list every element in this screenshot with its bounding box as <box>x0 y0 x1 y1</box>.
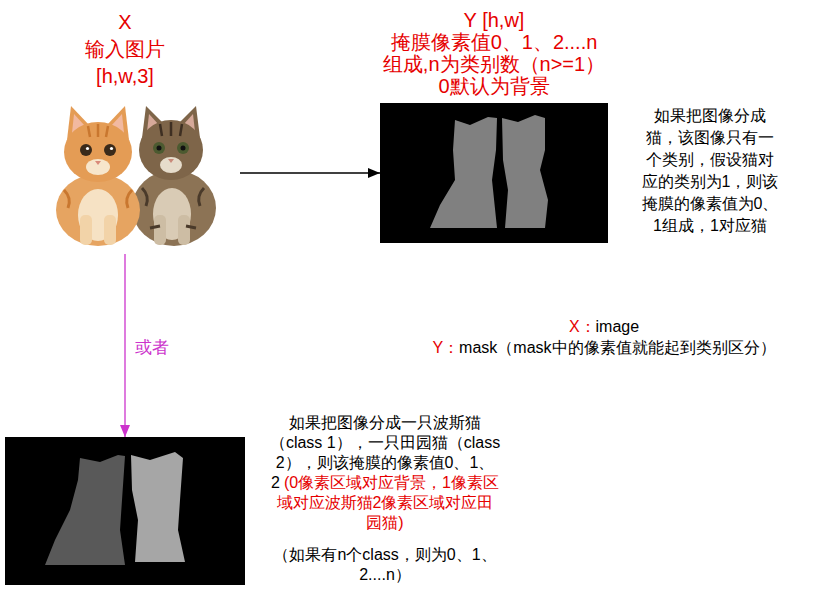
alternative-arrow <box>124 254 125 437</box>
text-group: 如果把图像分成一只波斯猫（class 1），一只田园猫（class 2），则该掩… <box>269 413 501 585</box>
text-group: X输入图片 [h,w,3] <box>80 9 170 90</box>
note-text: （如果有n个class，则为0、1、2....n） <box>269 545 501 585</box>
mask-image: Y [h,w]掩膜像素值0、1、2....n 组成,n为类别数（n>=1） 0默… <box>380 103 608 243</box>
flow-arrow <box>240 172 380 173</box>
cat-silhouette <box>502 115 548 228</box>
input-image: X输入图片 [h,w,3] <box>40 100 240 248</box>
multiclass-mask <box>5 437 245 585</box>
tabby-kitten <box>132 106 216 246</box>
legend-note: X：image <box>569 317 639 337</box>
legend-note: Y：mask（mask中的像素值就能起到类别区分） <box>432 338 775 358</box>
photo-ground <box>40 100 240 248</box>
highlight-text: (0像素区域对应背景，1像素区域对应波斯猫2像素区域对应田园猫) <box>277 474 499 531</box>
description-note: 如果把图像分成猫，该图像只有一个类别，假设猫对应的类别为1，则该掩膜的像素值为0… <box>640 105 780 237</box>
multiclass-mask-image: 如果把图像分成一只波斯猫（class 1），一只田园猫（class 2），则该掩… <box>5 437 245 585</box>
garden-cat-region <box>131 452 185 562</box>
shape-caption: 输入图片 [h,w,3] <box>80 36 170 90</box>
binary-mask <box>380 103 608 243</box>
kitten-photo <box>40 100 240 248</box>
mask-ground <box>380 103 608 243</box>
shape-caption: 掩膜像素值0、1、2....n 组成,n为类别数（n>=1） 0默认为背景 <box>358 31 630 97</box>
mask-ground <box>5 437 245 585</box>
persian-cat-region <box>45 455 125 565</box>
orange-kitten <box>56 106 140 246</box>
edge-label: 或者 <box>133 335 171 360</box>
text-group: Y [h,w]掩膜像素值0、1、2....n 组成,n为类别数（n>=1） 0默… <box>358 9 630 97</box>
variable-name: Y [h,w] <box>358 9 630 31</box>
variable-name: X <box>80 9 170 36</box>
cat-silhouette <box>430 117 497 228</box>
